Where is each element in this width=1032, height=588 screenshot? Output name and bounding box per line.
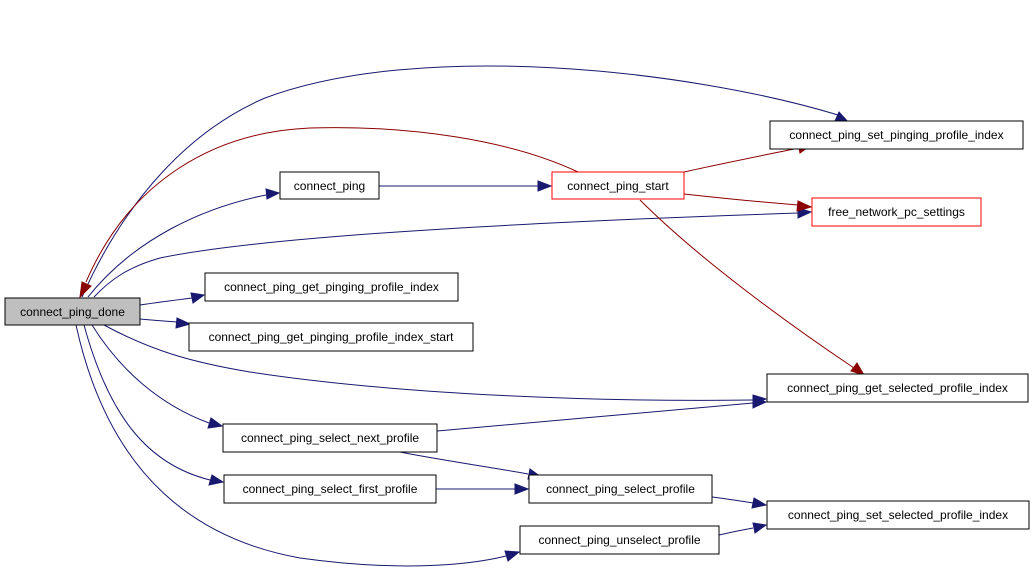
edge-select-first-to-select-profile [436, 483, 530, 495]
node-connect-ping-get-pinging-profile-index-start[interactable]: connect_ping_get_pinging_profile_index_s… [188, 322, 474, 352]
node-connect-ping-select-profile[interactable]: connect_ping_select_profile [528, 474, 713, 504]
edge-done-to-set-pinging-profile-index [81, 65, 851, 298]
edge-start-to-done [79, 127, 579, 299]
node-label: free_network_pc_settings [828, 205, 965, 219]
edge-done-to-get-pinging-profile-index-start [139, 317, 192, 329]
edge-select-profile-to-set-selected-profile-index [711, 496, 768, 509]
node-free-network-pc-settings[interactable]: free_network_pc_settings [811, 197, 982, 227]
node-connect-ping-set-selected-profile-index[interactable]: connect_ping_set_selected_profile_index [766, 500, 1030, 530]
edge-done-to-free-network-pc-settings [93, 207, 813, 298]
node-label: connect_ping_unselect_profile [538, 533, 700, 547]
node-label: connect_ping_start [567, 179, 669, 193]
edge-done-to-connect-ping [87, 188, 281, 298]
edge-done-to-select-next-profile [91, 324, 224, 429]
edge-unselect-profile-to-set-selected-profile-index [718, 522, 768, 536]
node-label: connect_ping_get_selected_profile_index [787, 381, 1008, 395]
node-label: connect_ping_done [20, 305, 125, 319]
node-connect-ping-select-next-profile[interactable]: connect_ping_select_next_profile [222, 423, 438, 453]
node-connect-ping-get-pinging-profile-index[interactable]: connect_ping_get_pinging_profile_index [204, 272, 459, 302]
edge-select-next-to-get-selected-profile-index [436, 397, 768, 432]
node-label: connect_ping [294, 179, 365, 193]
edge-start-to-free-network-pc-settings [683, 193, 813, 212]
node-connect-ping-start[interactable]: connect_ping_start [551, 171, 685, 200]
node-connect-ping[interactable]: connect_ping [279, 171, 380, 200]
node-label: connect_ping_get_pinging_profile_index_s… [209, 330, 455, 344]
node-connect-ping-done[interactable]: connect_ping_done [4, 297, 141, 326]
edge-start-to-get-selected-profile-index [639, 199, 866, 376]
node-connect-ping-unselect-profile[interactable]: connect_ping_unselect_profile [519, 525, 720, 555]
node-connect-ping-get-selected-profile-index[interactable]: connect_ping_get_selected_profile_index [766, 373, 1029, 403]
edge-done-to-get-pinging-profile-index [139, 292, 206, 306]
edge-done-to-select-first-profile [83, 324, 225, 486]
node-label: connect_ping_get_pinging_profile_index [224, 280, 439, 294]
node-label: connect_ping_select_next_profile [241, 431, 419, 445]
node-label: connect_ping_set_selected_profile_index [788, 508, 1008, 522]
node-label: connect_ping_set_pinging_profile_index [789, 128, 1003, 142]
edge-done-to-unselect-profile [75, 324, 521, 567]
node-label: connect_ping_select_first_profile [243, 482, 418, 496]
node-connect-ping-set-pinging-profile-index[interactable]: connect_ping_set_pinging_profile_index [769, 120, 1024, 150]
node-connect-ping-select-first-profile[interactable]: connect_ping_select_first_profile [223, 474, 437, 504]
node-label: connect_ping_select_profile [546, 482, 695, 496]
edge-connect-ping-to-start [379, 180, 553, 192]
